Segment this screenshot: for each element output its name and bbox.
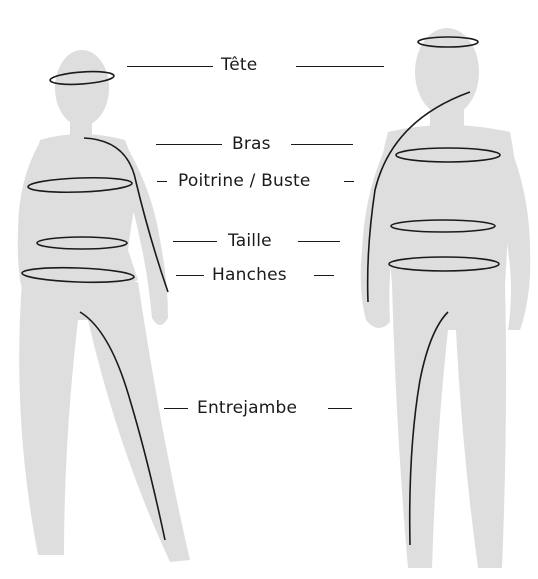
hips-leader-left [176, 275, 204, 276]
chest-leader-left [157, 181, 167, 182]
head-leader-left [127, 66, 213, 67]
inseam-leader-left [164, 408, 188, 409]
male-head [415, 28, 479, 116]
male-figure [361, 28, 531, 568]
arms-leader-right [291, 144, 353, 145]
hips-leader-right [314, 275, 334, 276]
chest-leader-right [344, 181, 354, 182]
label-arms: Bras [232, 134, 271, 154]
female-head [55, 50, 109, 126]
head-leader-right [296, 66, 384, 67]
arms-leader-left [156, 144, 222, 145]
inseam-leader-right [328, 408, 352, 409]
waist-leader-left [173, 241, 217, 242]
label-head: Tête [221, 55, 257, 75]
label-chest: Poitrine / Buste [178, 171, 311, 191]
label-waist: Taille [228, 231, 272, 251]
female-figure [18, 50, 190, 562]
waist-leader-right [298, 241, 340, 242]
label-hips: Hanches [212, 265, 287, 285]
label-inseam: Entrejambe [197, 398, 297, 418]
female-legs [19, 282, 190, 562]
